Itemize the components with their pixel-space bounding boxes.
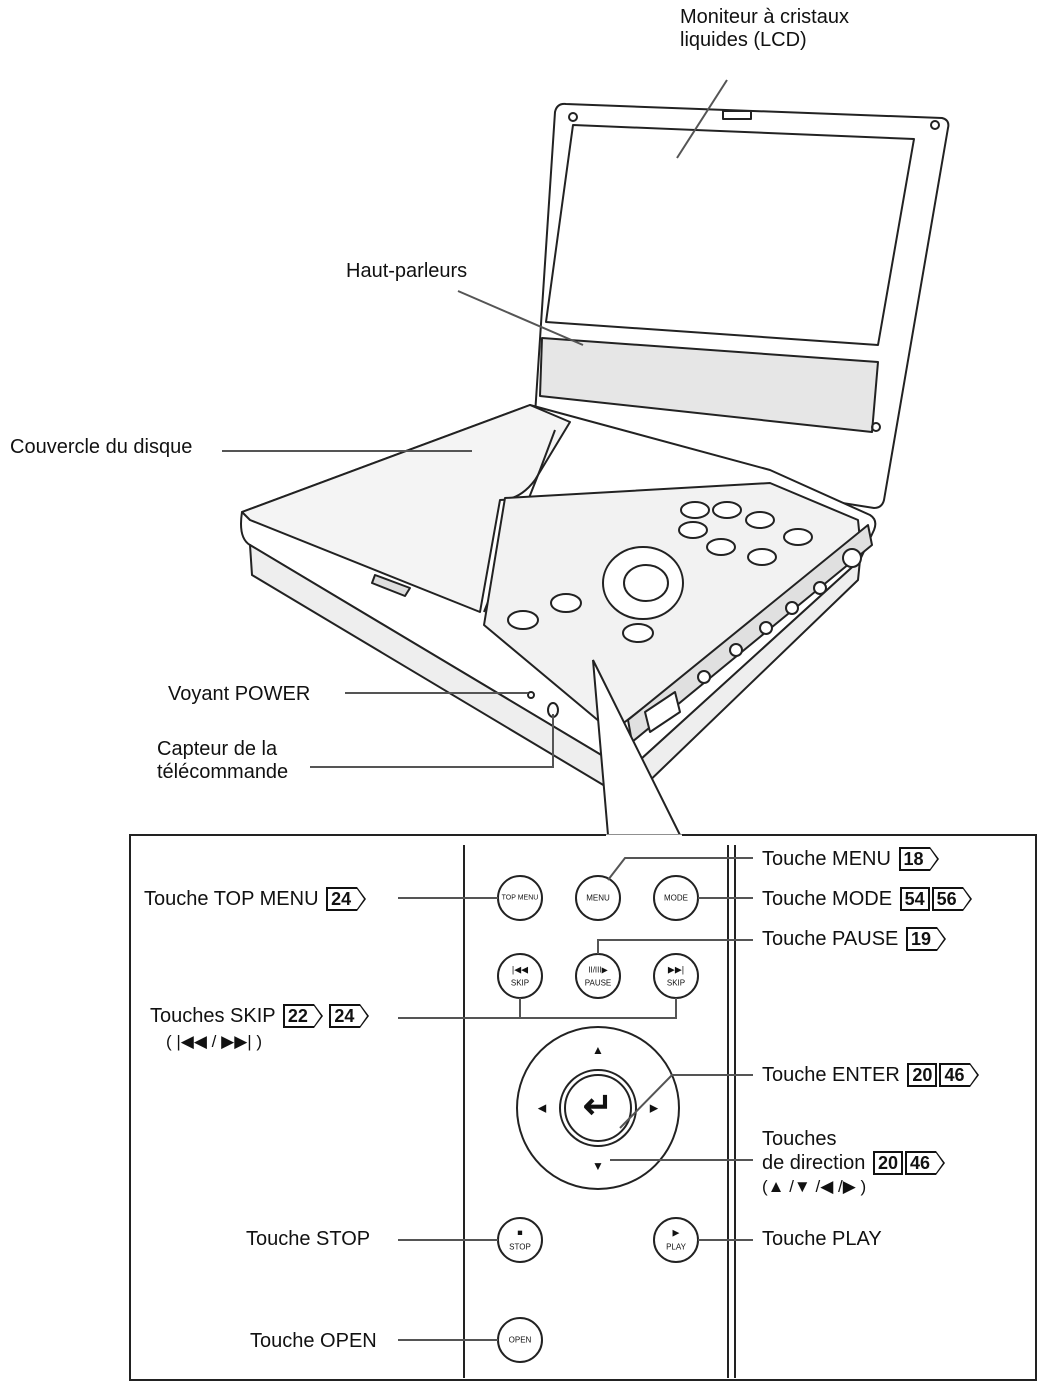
remote-sensor-label: Capteur de la télécommande	[157, 738, 288, 784]
disc-cover-label: Couvercle du disque	[10, 436, 193, 458]
pause-button-label: PAUSE	[584, 978, 612, 988]
open-callout: Touche OPEN	[250, 1330, 377, 1352]
sensor-label-line2: télécommande	[157, 761, 289, 783]
skip-next-button	[653, 953, 699, 999]
play-button	[653, 1217, 699, 1263]
top-menu-callout-text: Touche TOP MENU	[144, 888, 319, 910]
lcd-label: Moniteur à cristaux liquides (LCD)	[680, 6, 849, 52]
skip-callout-glyphs: ( |◀◀ / ▶▶| )	[166, 1032, 263, 1051]
page-ref: 22	[282, 1004, 323, 1028]
mode-button-label: MODE	[664, 893, 688, 903]
enter-button-inner	[564, 1074, 632, 1142]
menu-button	[575, 875, 621, 921]
arrow-right-icon: ▶	[649, 1102, 659, 1115]
skip-prev-icon: |◀◀	[511, 964, 529, 975]
lcd-screen	[545, 124, 915, 346]
disc-cover	[241, 404, 571, 613]
menu-button-label: MENU	[586, 893, 610, 903]
play-icon: ▶	[672, 1227, 680, 1238]
speaker-grille	[539, 337, 879, 433]
top-menu-callout: Touche TOP MENU 24	[144, 887, 367, 911]
page-ref: 46	[939, 1063, 980, 1087]
direction-callout-line2: de direction	[762, 1152, 866, 1174]
skip-prev-button	[497, 953, 543, 999]
lcd-label-line2: liquides (LCD)	[680, 29, 807, 51]
direction-callout-line1: Touches	[762, 1128, 837, 1150]
page-ref: 19	[905, 927, 947, 951]
skip-next-label: SKIP	[666, 978, 686, 988]
lcd-label-line1: Moniteur à cristaux	[680, 6, 849, 28]
pause-callout: Touche PAUSE 19	[762, 927, 947, 951]
sensor-leader	[310, 714, 554, 768]
play-callout: Touche PLAY	[762, 1228, 882, 1250]
page-ref: 20	[907, 1063, 938, 1087]
menu-callout-text: Touche MENU	[762, 848, 891, 870]
top-menu-button-label: TOP MENU	[501, 894, 539, 902]
skip-callout: Touches SKIP 22 24	[150, 1004, 370, 1028]
enter-callout-text: Touche ENTER	[762, 1064, 900, 1086]
skip-callout-text: Touches SKIP	[150, 1005, 276, 1027]
page-ref: 56	[931, 887, 972, 911]
stop-button	[497, 1217, 543, 1263]
page-ref: 24	[326, 887, 367, 911]
pause-callout-text: Touche PAUSE	[762, 928, 899, 950]
sensor-label-line1: Capteur de la	[157, 738, 278, 760]
skip-next-icon: ▶▶|	[667, 964, 685, 975]
page-ref: 24	[329, 1004, 370, 1028]
page-ref: 46	[905, 1151, 946, 1175]
menu-callout: Touche MENU 18	[762, 847, 939, 871]
skip-prev-label: SKIP	[510, 978, 530, 988]
pause-button	[575, 953, 621, 999]
arrow-left-icon: ◀	[537, 1102, 547, 1115]
enter-icon: ↵	[582, 1085, 614, 1126]
stop-icon: ■	[517, 1227, 523, 1238]
arrow-down-icon: ▼	[592, 1159, 604, 1173]
direction-callout-line3: (▲ /▼ /◀ /▶ )	[762, 1177, 867, 1196]
power-light-label: Voyant POWER	[168, 683, 311, 705]
stop-callout: Touche STOP	[246, 1228, 371, 1250]
open-button-label: OPEN	[508, 1335, 532, 1345]
arrow-up-icon: ▲	[592, 1043, 604, 1057]
speaker-leader	[457, 290, 584, 346]
lcd-leader	[676, 79, 728, 159]
page-ref: 20	[872, 1151, 903, 1175]
play-button-label: PLAY	[666, 1242, 686, 1252]
speakers-label: Haut-parleurs	[346, 260, 468, 282]
pause-icon: II/III▶	[588, 965, 608, 975]
stop-button-label: STOP	[509, 1242, 531, 1252]
page-ref: 54	[899, 887, 930, 911]
page-ref: 18	[898, 847, 939, 871]
mode-callout-text: Touche MODE	[762, 888, 893, 910]
